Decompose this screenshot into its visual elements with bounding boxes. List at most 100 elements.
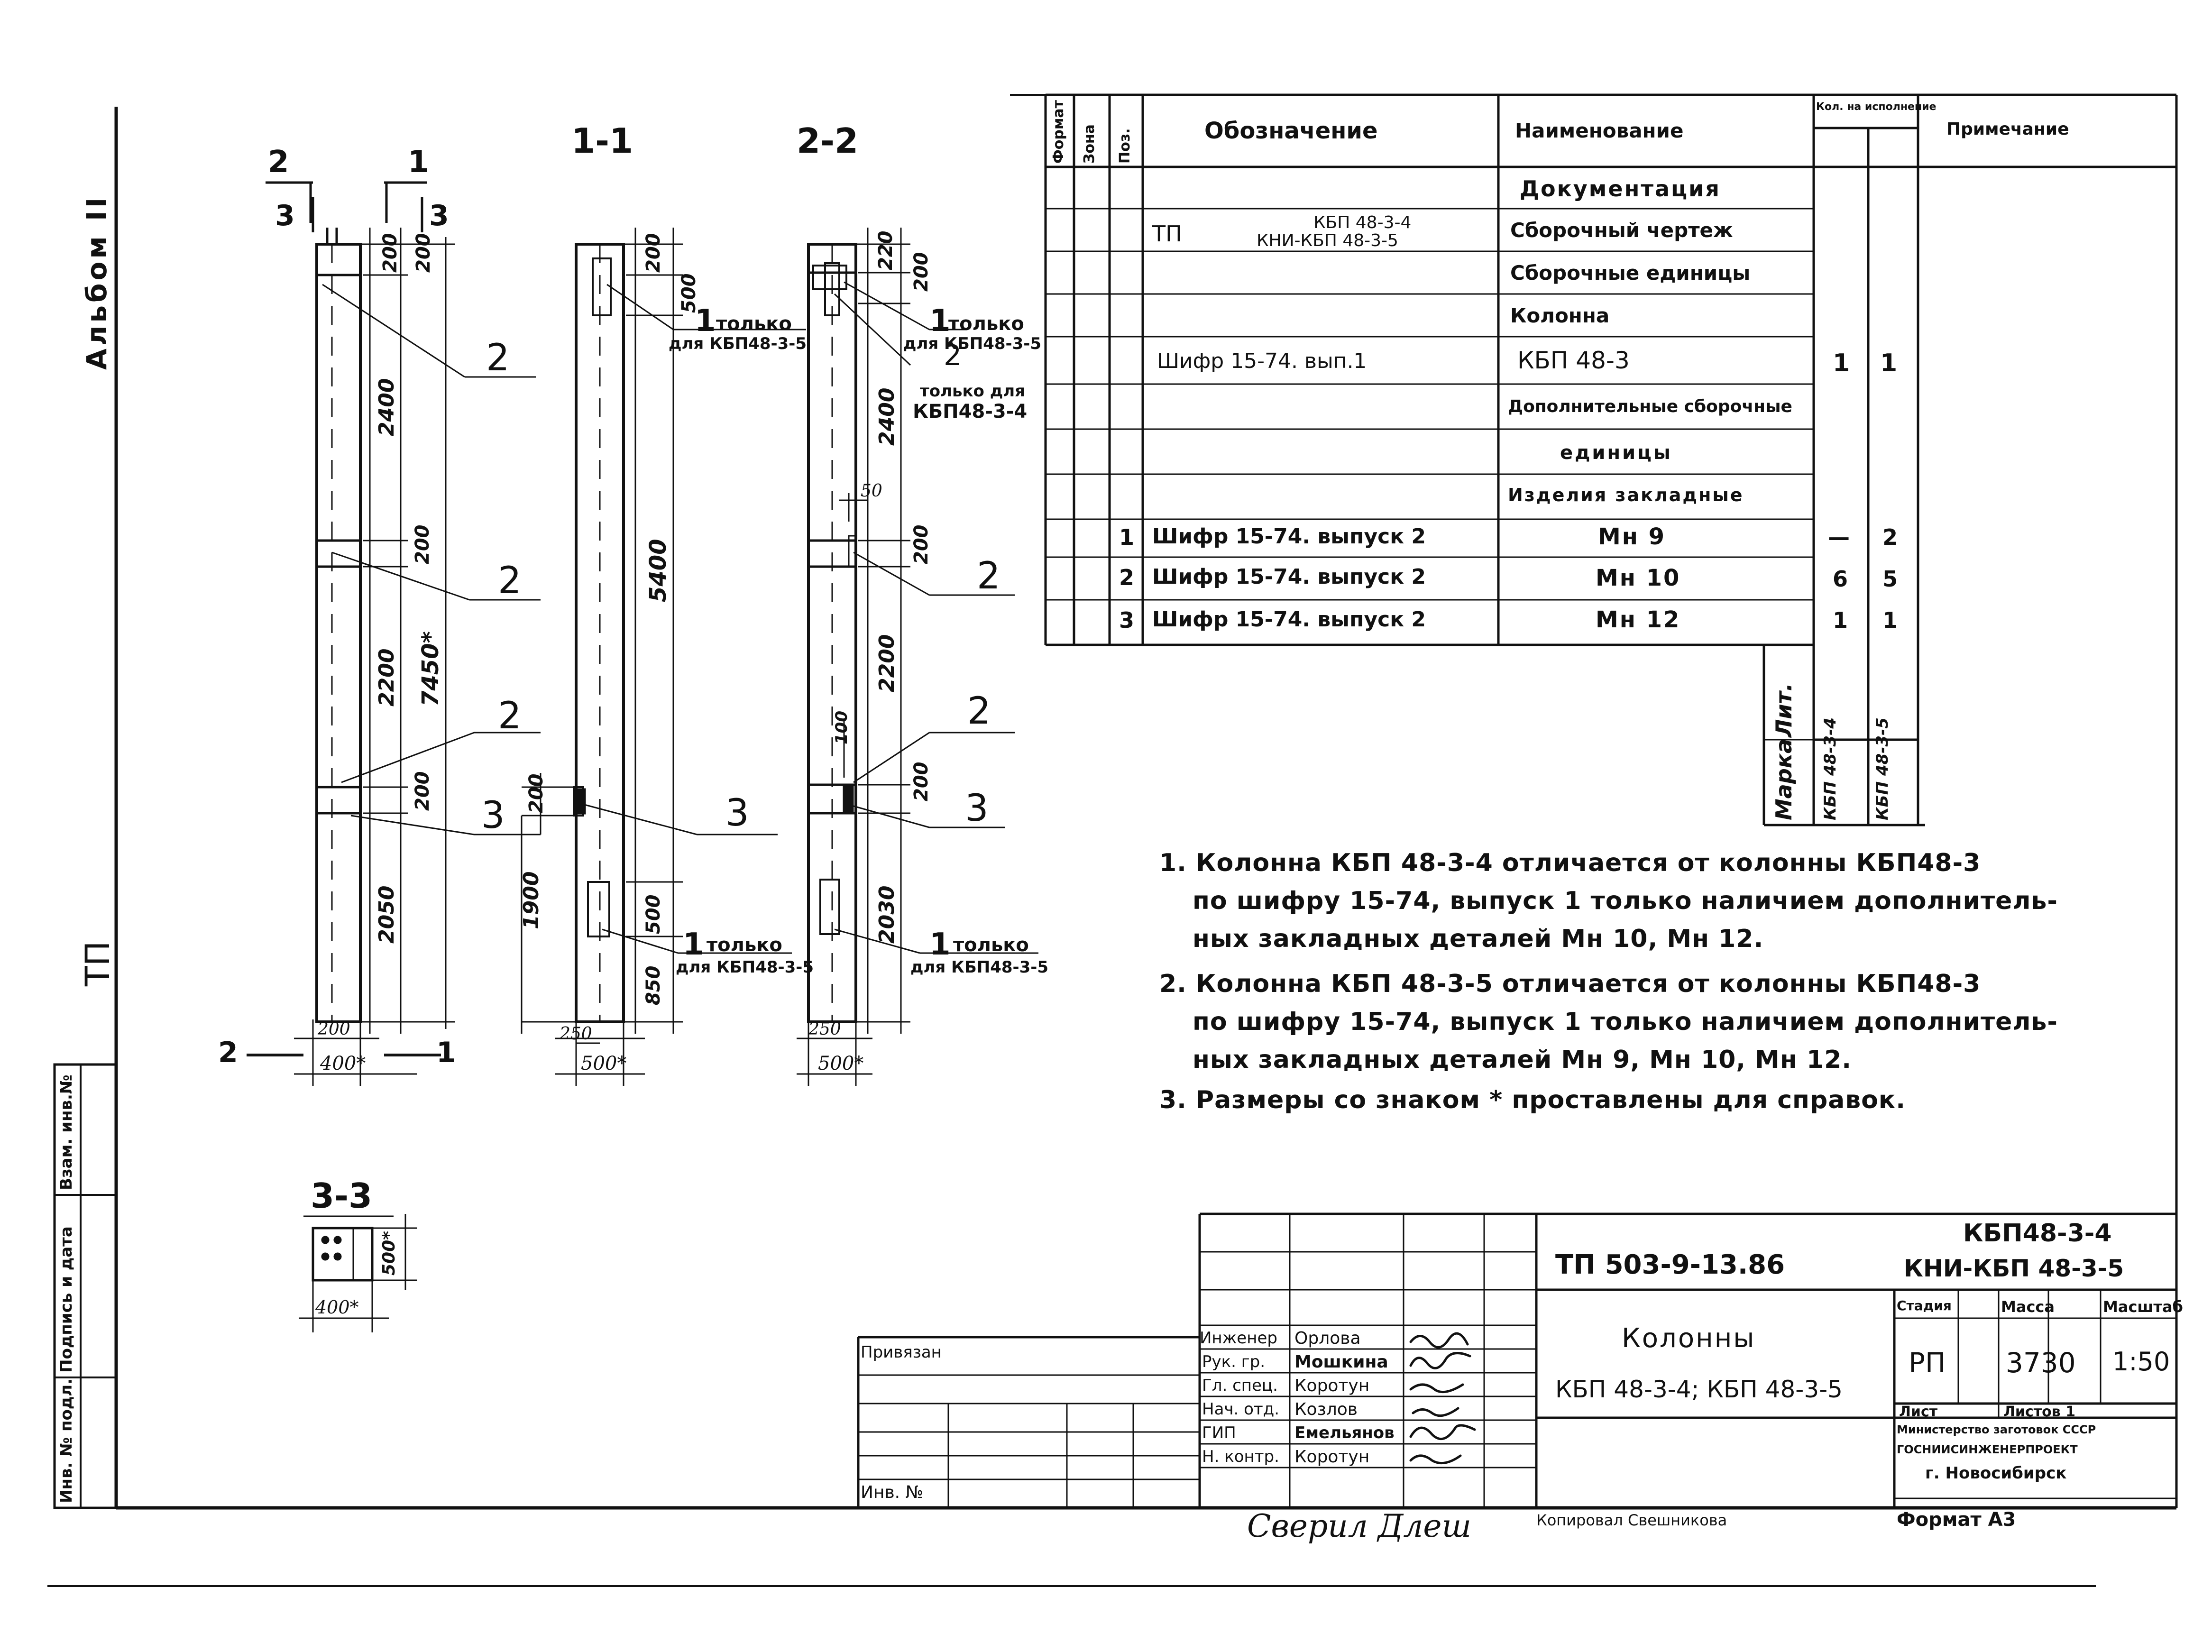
spec-row-0-name: Документация (1520, 176, 1721, 202)
title-doc-code: ТП 503-9-13.86 (1555, 1249, 1785, 1280)
note-1-line1: 1. Колонна КБП 48-3-4 отличается от коло… (1159, 849, 1981, 877)
callout-col3-2-low: 2 (967, 690, 991, 733)
spec-row-3-name: Колонна (1510, 304, 1610, 327)
spec-header-qty: Кол. на исполнение (1816, 101, 1937, 113)
note-2-line2: по шифру 15-74, выпуск 1 только наличием… (1193, 1008, 2058, 1036)
spec-row-8-q2: 2 (1882, 524, 1898, 550)
cut-mark-1-bottom: 1 (436, 1036, 456, 1069)
callout-col3-kbp4: КБП48-3-4 (913, 401, 1028, 422)
callout-col2-for-bottom: для КБП48-3-5 (676, 958, 814, 977)
spec-row-6-name: единицы (1560, 442, 1672, 464)
bound-label: Привязан (861, 1343, 942, 1362)
callout-col3-1-top: 1 (929, 303, 951, 339)
spec-row-10-designation: Шифр 15-74. выпуск 2 (1152, 607, 1426, 632)
dim-sec33-400: 400* (315, 1297, 359, 1318)
role-engineer: Инженер (1200, 1329, 1277, 1348)
name-group-lead: Мошкина (1294, 1352, 1388, 1372)
name-gip: Емельянов (1294, 1423, 1395, 1442)
title-sheet-label: Лист (1899, 1404, 1938, 1420)
title-org-2: ГОСНИИСИНЖЕНЕРПРОЕКТ (1897, 1443, 2078, 1456)
spec-row-4-designation: Шифр 15-74. вып.1 (1157, 349, 1367, 373)
role-chief-spec: Гл. спец. (1202, 1376, 1278, 1395)
title-name-2: КБП 48-3-4; КБП 48-3-5 (1555, 1376, 1843, 1403)
callout-col3-1-bottom: 1 (929, 927, 951, 962)
cut-2-2-title: 2-2 (797, 121, 859, 161)
role-norm-control: Н. контр. (1202, 1447, 1279, 1466)
cut-mark-3-left: 3 (275, 199, 295, 232)
title-stage: РП (1909, 1347, 1946, 1379)
title-mark-line2: КНИ-КБП 48-3-5 (1904, 1255, 2124, 1282)
spec-row-8-pos: 1 (1119, 524, 1135, 550)
spec-row-4-name: КБП 48-3 (1517, 347, 1630, 374)
spec-row-10-q2: 1 (1882, 607, 1898, 633)
cut-1-1-title: 1-1 (571, 121, 633, 161)
callout-col3-for-top: для КБП48-3-5 (903, 334, 1042, 353)
spec-row-9-name: Мн 10 (1596, 565, 1681, 591)
role-dept-head: Нач. отд. (1202, 1400, 1280, 1419)
spec-row-10-name: Мн 12 (1596, 606, 1681, 633)
callout-col2-1-top: 1 (695, 303, 716, 339)
title-mark-line1: КБП48-3-4 (1963, 1219, 2112, 1248)
dim-col1-width-400: 400* (320, 1053, 366, 1074)
spec-row-5-name: Дополнительные сборочные (1508, 397, 1792, 416)
spec-row-1-sub-b: КНИ-КБП 48-3-5 (1257, 231, 1398, 250)
callout-col2-only-top: только (716, 313, 792, 335)
copied-label: Копировал Свешникова (1536, 1511, 1727, 1529)
checked-signature: Сверил Длеш (1247, 1508, 1471, 1544)
note-3: 3. Размеры со знаком * проставлены для с… (1159, 1086, 1906, 1114)
title-sheets-label: Листов 1 (2003, 1404, 2076, 1420)
callout-col1-2-top: 2 (486, 337, 510, 379)
dim-col2-width-500: 500* (581, 1053, 627, 1074)
spec-row-9-pos: 2 (1119, 565, 1135, 590)
callout-col3-2-mid: 2 (977, 555, 1000, 597)
callout-col2-1-bottom: 1 (683, 927, 704, 962)
name-chief-spec: Коротун (1294, 1376, 1370, 1395)
name-dept-head: Козлов (1294, 1400, 1358, 1419)
spec-row-4-q1: 1 (1833, 349, 1850, 377)
dim-col3-50: 50 (861, 481, 882, 501)
callout-col3-for-bottom: для КБП48-3-5 (910, 958, 1049, 977)
cut-mark-2-top: 2 (268, 145, 289, 180)
spec-row-8-q1: — (1828, 524, 1850, 550)
cut-mark-3-right: 3 (429, 199, 449, 232)
title-scale: 1:50 (2112, 1347, 2170, 1377)
dim-col3-width-500: 500* (818, 1053, 864, 1074)
dim-col2-base-250: 250 (560, 1024, 592, 1044)
cut-3-3-title: 3-3 (311, 1176, 373, 1216)
callout-col2-3: 3 (725, 792, 749, 835)
role-group-lead: Рук. гр. (1202, 1352, 1266, 1371)
callout-col2-for-top: для КБП48-3-5 (669, 334, 807, 353)
spec-header-designation: Обозначение (1204, 118, 1378, 144)
dim-col3-base-250: 250 (808, 1019, 841, 1039)
title-org-3: г. Новосибирск (1925, 1464, 2067, 1483)
spec-row-8-designation: Шифр 15-74. выпуск 2 (1152, 524, 1426, 549)
callout-col3-only-for: только для (920, 382, 1025, 401)
spec-row-10-q1: 1 (1833, 607, 1848, 633)
callout-col2-only-bottom: только (707, 934, 782, 956)
spec-row-1-sub-a: КБП 48-3-4 (1313, 213, 1412, 232)
spec-row-4-q2: 1 (1880, 349, 1898, 377)
callout-col3-3: 3 (965, 787, 989, 830)
spec-row-9-designation: Шифр 15-74. выпуск 2 (1152, 565, 1426, 589)
format-label: Формат А3 (1897, 1509, 2016, 1531)
title-mass-label: Масса (2001, 1298, 2055, 1316)
spec-row-10-pos: 3 (1119, 607, 1135, 633)
callout-col1-3: 3 (481, 794, 505, 837)
callout-col3-2-top: 2 (944, 339, 962, 372)
spec-row-9-q1: 6 (1833, 566, 1848, 592)
spec-row-1-designation: ТП (1152, 221, 1182, 247)
cut-mark-2-bottom: 2 (218, 1036, 238, 1069)
spec-header-note: Примечание (1946, 119, 2069, 139)
spec-row-8-name: Мн 9 (1598, 523, 1666, 550)
name-engineer: Орлова (1294, 1329, 1361, 1348)
inv-label: Инв. № (861, 1483, 924, 1502)
cut-mark-1-top: 1 (408, 145, 429, 180)
note-2-line3: ных закладных деталей Мн 9, Мн 10, Мн 12… (1193, 1046, 1852, 1074)
note-2-line1: 2. Колонна КБП 48-3-5 отличается от коло… (1159, 970, 1981, 998)
spec-row-7-name: Изделия закладные (1508, 485, 1744, 505)
callout-col3-only-top: только (948, 313, 1024, 335)
title-org-1: Министерство заготовок СССР (1897, 1423, 2096, 1436)
title-name-1: Колонны (1622, 1323, 1756, 1354)
